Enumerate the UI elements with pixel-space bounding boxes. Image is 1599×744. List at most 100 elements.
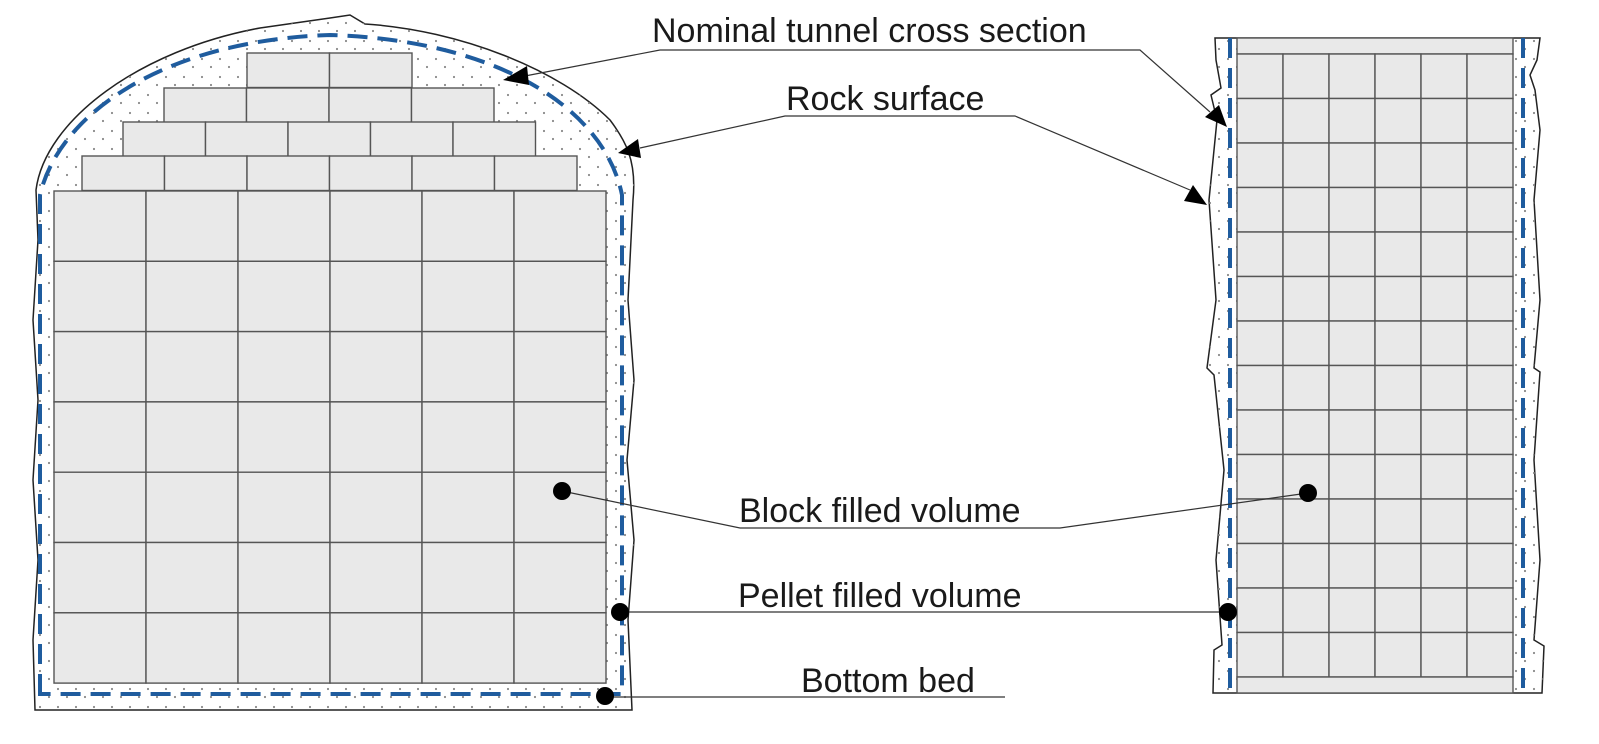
block <box>1236 364 1284 411</box>
cross-section-view <box>32 14 635 711</box>
block <box>1374 320 1422 367</box>
block <box>1420 498 1468 545</box>
block <box>1282 364 1330 411</box>
block <box>1282 409 1330 456</box>
block <box>1328 498 1376 545</box>
block <box>1374 364 1422 411</box>
block <box>1236 37 1514 55</box>
block <box>1466 542 1514 589</box>
block <box>145 401 239 473</box>
block <box>513 190 607 263</box>
block <box>329 612 423 684</box>
block <box>411 155 496 192</box>
block <box>1328 231 1376 278</box>
block <box>1420 142 1468 189</box>
rock-arrow-left <box>618 139 641 158</box>
block <box>513 260 607 333</box>
block <box>1236 320 1284 367</box>
block <box>1328 186 1376 233</box>
block <box>328 87 413 124</box>
block <box>1236 409 1284 456</box>
pellet-dot-right <box>1219 603 1237 621</box>
block <box>1282 320 1330 367</box>
block <box>145 471 239 544</box>
block <box>245 87 330 124</box>
block <box>1282 498 1330 545</box>
block <box>1282 186 1330 233</box>
block <box>287 121 372 158</box>
block <box>513 330 607 403</box>
block <box>237 612 331 684</box>
block <box>328 155 413 192</box>
block-leader-line <box>561 490 1309 529</box>
block <box>1420 409 1468 456</box>
block <box>421 612 515 684</box>
block <box>1282 587 1330 634</box>
block <box>1420 631 1468 678</box>
block <box>237 401 331 473</box>
block <box>493 155 578 192</box>
block <box>1466 186 1514 233</box>
block <box>1374 498 1422 545</box>
block <box>1282 97 1330 144</box>
label-pellet-filled-volume: Pellet filled volume <box>738 577 1021 615</box>
block <box>53 401 147 473</box>
block <box>410 87 495 124</box>
block <box>1328 542 1376 589</box>
block <box>53 260 147 333</box>
block-dot-left <box>553 482 571 500</box>
block <box>1374 275 1422 322</box>
block <box>1328 320 1376 367</box>
label-bottom-bed: Bottom bed <box>801 662 975 700</box>
nominal-leader-line <box>524 49 1211 113</box>
block <box>237 541 331 614</box>
block <box>81 155 166 192</box>
bottom-dot <box>596 687 614 705</box>
block <box>1374 631 1422 678</box>
block <box>1328 364 1376 411</box>
block <box>1236 142 1284 189</box>
block <box>1466 453 1514 500</box>
block <box>1282 631 1330 678</box>
block <box>1374 542 1422 589</box>
block <box>1236 97 1284 144</box>
block <box>329 260 423 333</box>
block <box>1236 631 1284 678</box>
block <box>1328 97 1376 144</box>
block <box>1466 409 1514 456</box>
block <box>1236 453 1284 500</box>
block <box>1466 97 1514 144</box>
cross-section-nominal-outline <box>38 32 624 696</box>
block <box>1466 231 1514 278</box>
block <box>163 87 248 124</box>
block <box>1236 676 1514 694</box>
pellet-dot-left <box>611 603 629 621</box>
block <box>1420 275 1468 322</box>
block <box>1328 453 1376 500</box>
block <box>1236 186 1284 233</box>
block <box>1236 587 1284 634</box>
block <box>1466 631 1514 678</box>
block <box>1466 142 1514 189</box>
block <box>1420 364 1468 411</box>
block <box>1374 231 1422 278</box>
block <box>53 541 147 614</box>
block <box>1374 142 1422 189</box>
block <box>329 541 423 614</box>
block <box>421 190 515 263</box>
block <box>1374 409 1422 456</box>
annotations <box>503 49 1317 705</box>
block <box>145 330 239 403</box>
block <box>1466 587 1514 634</box>
block <box>1420 320 1468 367</box>
block <box>513 541 607 614</box>
block <box>1420 453 1468 500</box>
block <box>1420 587 1468 634</box>
nominal-arrow-left <box>503 66 529 85</box>
block <box>53 471 147 544</box>
block <box>237 471 331 544</box>
block <box>1374 186 1422 233</box>
block <box>246 155 331 192</box>
block <box>1282 231 1330 278</box>
